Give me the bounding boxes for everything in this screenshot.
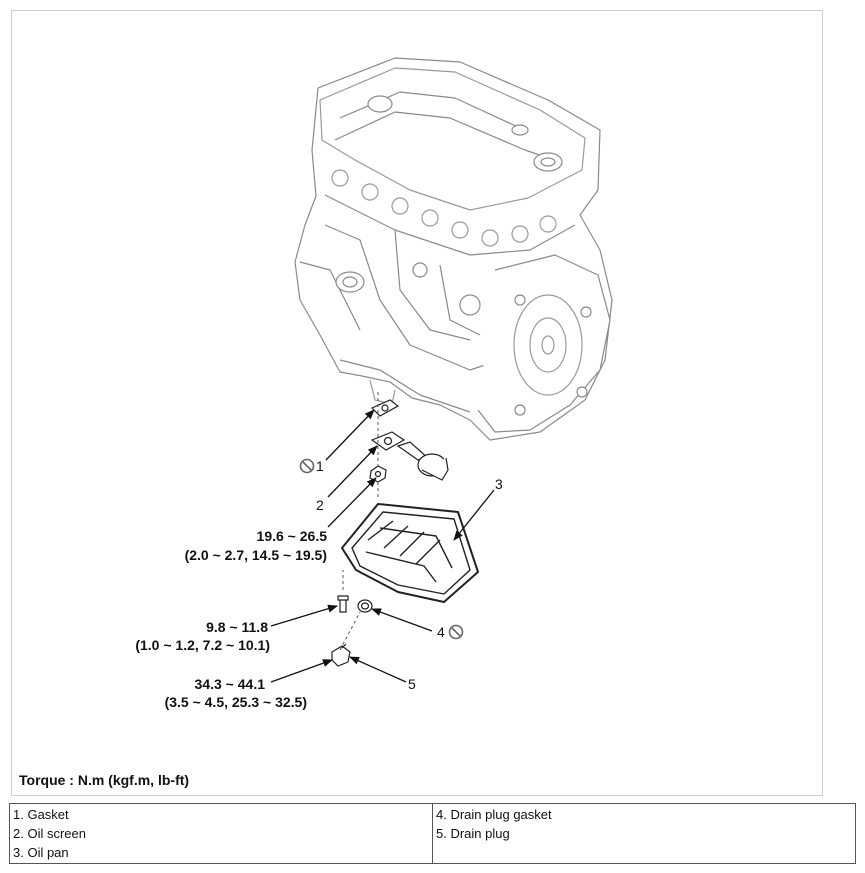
- torque-value-alt: (3.5 ~ 4.5, 25.3 ~ 32.5): [165, 694, 307, 710]
- alignment-lines: [339, 392, 379, 651]
- torque-value-nm: 9.8 ~ 11.8: [206, 619, 268, 635]
- legend-column-right: 4. Drain plug gasket 5. Drain plug: [432, 803, 856, 864]
- parts-legend-table: 1. Gasket 2. Oil screen 3. Oil pan 4. Dr…: [9, 803, 856, 864]
- legend-item: 4. Drain plug gasket: [436, 807, 552, 822]
- pan-bolt-part: [337, 595, 349, 613]
- leader-arrows: [270, 409, 495, 683]
- legend-column-left: 1. Gasket 2. Oil screen 3. Oil pan: [9, 803, 433, 864]
- callout-number: 5: [408, 676, 416, 692]
- oil-screen-part: [370, 431, 449, 481]
- legend-item: 5. Drain plug: [436, 826, 510, 841]
- callout-number: 3: [495, 476, 503, 492]
- torque-value-nm: 34.3 ~ 44.1: [195, 676, 266, 692]
- torque-value-nm: 19.6 ~ 26.5: [257, 528, 328, 544]
- engine-block-illustration: [294, 57, 613, 441]
- legend-item: 3. Oil pan: [13, 845, 69, 860]
- exploded-diagram: 1 2 3 4 5 19.6 ~ 26.5 (2.0 ~ 2.7, 14.5 ~…: [135, 57, 613, 710]
- gasket-part: [370, 399, 400, 417]
- callout-number: 2: [316, 497, 324, 513]
- callout-number: 4: [437, 624, 445, 640]
- oil-screen-nut: [369, 465, 387, 483]
- torque-value-alt: (2.0 ~ 2.7, 14.5 ~ 19.5): [185, 547, 327, 563]
- prohibit-icon: [299, 458, 315, 474]
- legend-item: 1. Gasket: [13, 807, 69, 822]
- torque-units-note: Torque : N.m (kgf.m, lb-ft): [19, 772, 190, 788]
- callout-number: 1: [316, 458, 324, 474]
- prohibit-icon: [448, 624, 464, 640]
- drain-plug-gasket-part: [357, 599, 373, 613]
- legend-item: 2. Oil screen: [13, 826, 86, 841]
- torque-value-alt: (1.0 ~ 1.2, 7.2 ~ 10.1): [135, 637, 270, 653]
- oil-pan-part: [341, 503, 479, 603]
